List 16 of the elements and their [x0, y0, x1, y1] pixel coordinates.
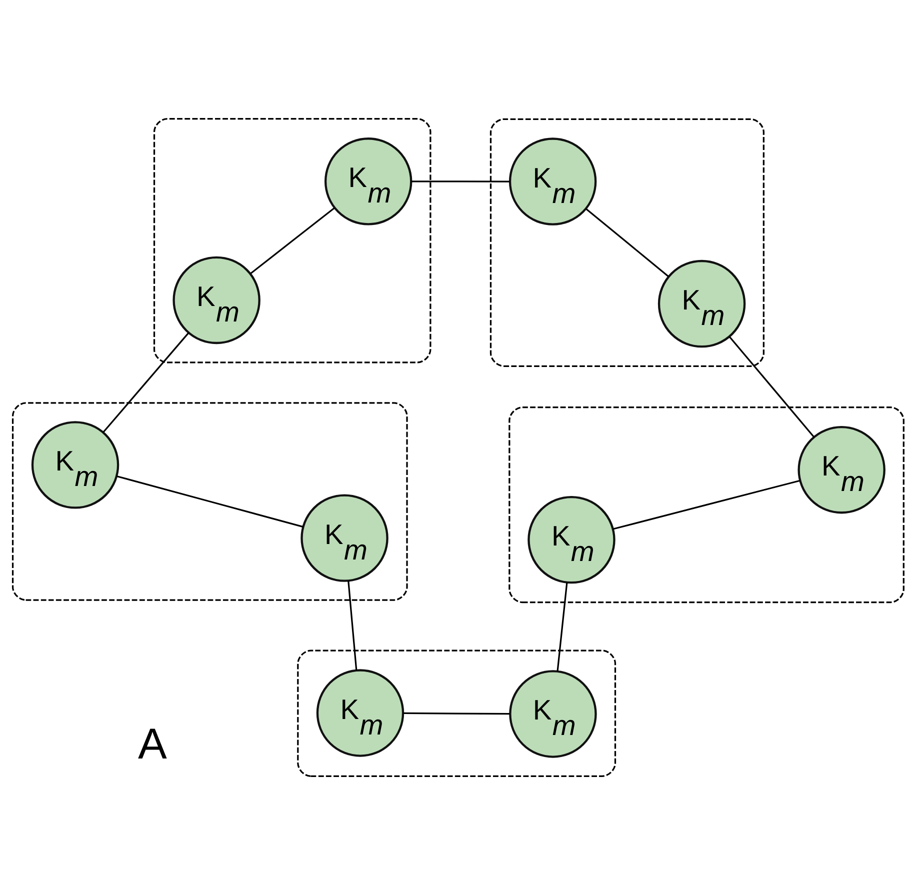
connector	[348, 580, 358, 670]
connector	[116, 474, 304, 528]
connector	[586, 208, 669, 277]
label: A	[138, 720, 167, 768]
cluster	[297, 649, 616, 776]
connector	[411, 180, 510, 182]
cluster	[508, 406, 904, 603]
cluster	[490, 118, 764, 366]
connector	[556, 582, 568, 671]
cluster	[153, 117, 432, 363]
connector	[102, 332, 190, 432]
cluster	[12, 402, 408, 600]
connector	[728, 336, 815, 438]
connector	[403, 712, 510, 714]
connector	[612, 479, 800, 530]
connector	[250, 206, 335, 274]
